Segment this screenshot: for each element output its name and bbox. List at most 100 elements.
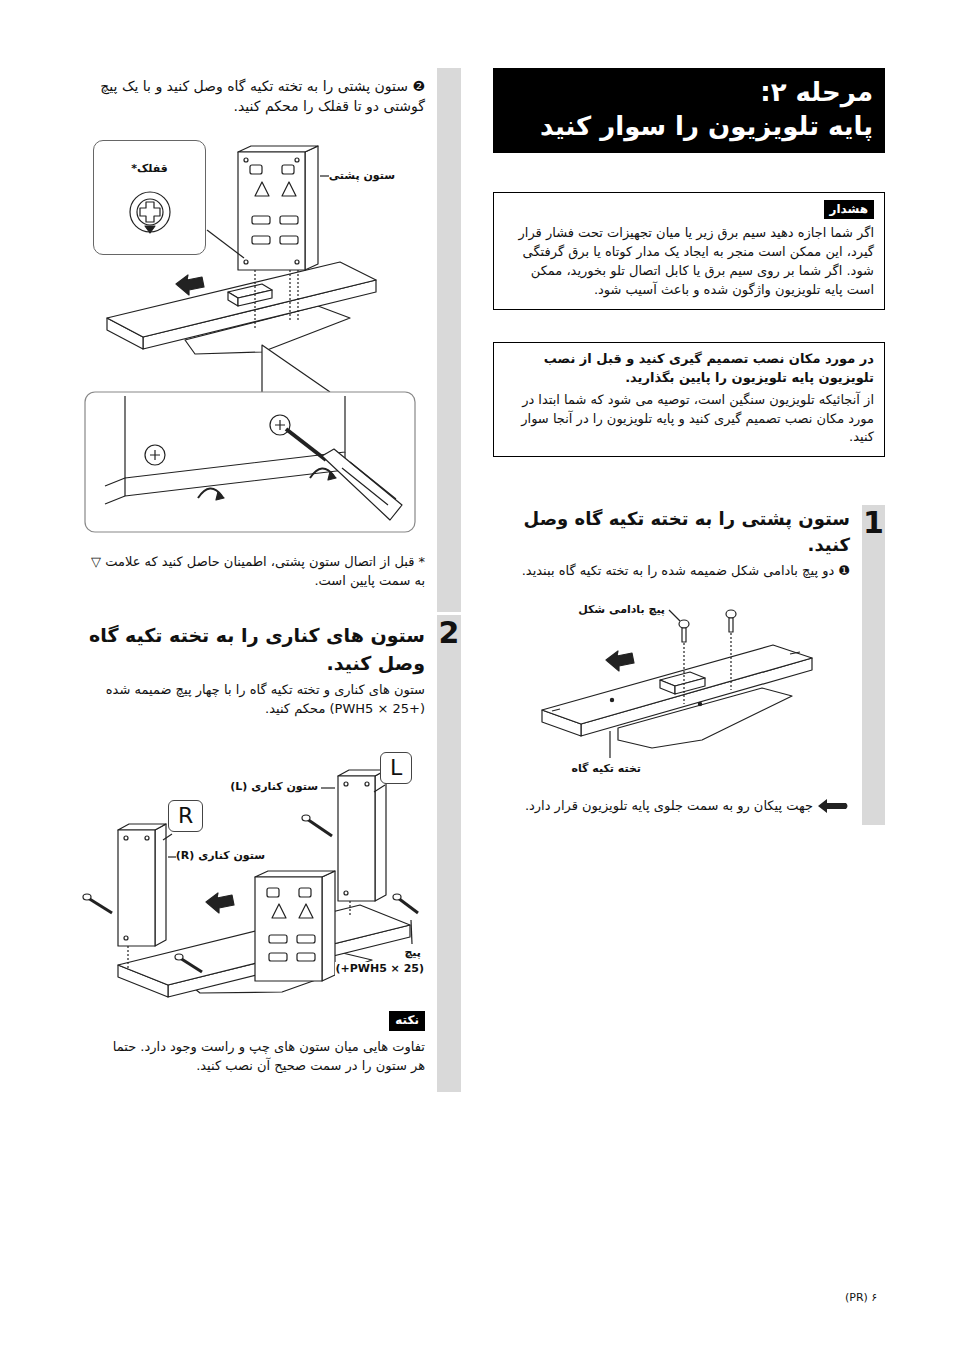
board-top	[107, 262, 376, 337]
back-column	[322, 871, 335, 981]
insert-line	[730, 633, 731, 690]
step1-illustration	[542, 610, 812, 758]
turn-arrow	[216, 492, 224, 500]
column-hole	[244, 260, 248, 264]
step1b-illustration	[85, 146, 415, 532]
leader-line	[669, 610, 680, 621]
column-knob	[299, 904, 313, 918]
leader-line	[609, 731, 610, 758]
step-instruction: ❶ دو پیچ بادامی شکل ضمیمه شده را به تخته…	[493, 562, 850, 581]
footnote: * قبل از اتصال ستون پشتی، اطمینان حاصل ک…	[85, 553, 425, 591]
screwdriver	[342, 462, 396, 505]
almond-screw	[726, 610, 736, 618]
insert-line	[127, 946, 128, 968]
side-column	[338, 770, 386, 776]
direction-arrow	[606, 651, 634, 671]
part-name: پیچ بادامی شکل	[578, 603, 665, 617]
board-hole	[610, 698, 613, 701]
title-band: مرحله ۲:پایه تلویزیون را سوار کنید	[493, 68, 885, 153]
almond-screw	[679, 620, 689, 628]
screw	[88, 898, 112, 913]
leader-line	[321, 787, 335, 788]
insert-line	[297, 270, 298, 320]
note-tag: نکته	[389, 1011, 425, 1031]
callout-pointer	[163, 834, 172, 840]
board-detail	[552, 709, 560, 711]
screw	[180, 958, 202, 972]
board-block	[675, 678, 705, 694]
screwdriver	[286, 429, 326, 460]
board-top	[542, 645, 812, 724]
column-knob	[282, 182, 296, 196]
lock-icon	[145, 226, 155, 233]
tag-text: نکته	[395, 1013, 419, 1029]
step-title: مرحله ۲:	[505, 76, 873, 110]
callout-label: قفلک*	[94, 161, 205, 177]
warning-tag: هشدار	[824, 200, 874, 219]
column-hole	[244, 158, 248, 162]
lock-icon	[145, 445, 165, 465]
lock-icon	[137, 199, 163, 225]
insert-line	[289, 270, 290, 322]
side-column	[375, 770, 386, 901]
column-slot	[282, 165, 294, 174]
insert-line	[254, 270, 255, 330]
step-band: 2	[437, 615, 461, 1092]
column-hole	[365, 782, 369, 786]
inset-cabinet	[125, 396, 345, 478]
callout-pointer	[374, 785, 385, 792]
column-slot	[297, 935, 315, 943]
column-slot	[297, 953, 315, 961]
callout-letter: L	[390, 755, 402, 781]
screwdriver	[322, 449, 402, 520]
column-hole	[295, 158, 299, 162]
leader-line	[411, 920, 412, 944]
column-hole	[124, 836, 128, 840]
part-name: تخته تکیه گاه	[571, 762, 641, 776]
step-band: 1	[862, 505, 885, 825]
part-name: ستون کناری (L)	[230, 780, 318, 794]
column-knob	[272, 904, 286, 918]
step-instruction: ستون های کناری و تخته تکیه گاه را با چها…	[85, 681, 425, 719]
part-name: ستون کناری (R)	[176, 849, 265, 863]
lock-icon	[150, 450, 160, 460]
almond-screw	[729, 618, 733, 632]
step-band	[437, 68, 461, 612]
column-slot	[250, 165, 262, 174]
turn-arrow	[328, 472, 336, 480]
note-text: تفاوت هایی میان ستون های چپ و راست وجود …	[100, 1038, 425, 1076]
board-hole	[698, 702, 701, 705]
direction-arrow	[206, 893, 234, 913]
lock-icon	[275, 420, 285, 430]
board-block	[228, 292, 238, 306]
column-slot	[252, 236, 270, 244]
column-hole	[344, 782, 348, 786]
note-box: در مورد مکان نصب تصمیم گیری کنید و قبل ا…	[493, 342, 885, 457]
page-number: (PR) ۶	[845, 1291, 877, 1305]
step-instruction: ❷ ستون پشتی را به تخته تکیه گاه وصل کنید…	[100, 76, 425, 117]
lock-icon	[130, 192, 170, 232]
screw	[175, 954, 183, 960]
almond-screw	[682, 628, 686, 642]
screw	[83, 894, 91, 900]
screw	[398, 898, 418, 913]
column-hole	[344, 891, 348, 895]
direction-arrow	[818, 799, 848, 813]
step-heading: ستون های کناری را به تخته تکیه گاه وصل ک…	[85, 622, 425, 677]
column-slot	[252, 216, 270, 224]
zoom-inset	[85, 392, 415, 532]
box-body: اگر شما اجازه دهید سیم برق زیر یا میان ت…	[504, 224, 874, 299]
back-column	[305, 146, 318, 270]
part-name: ستون پشتی	[329, 169, 395, 183]
back-column	[255, 871, 335, 877]
board-block	[660, 680, 675, 694]
part-callout: L	[380, 752, 412, 784]
column-slot	[267, 888, 279, 897]
column-slot	[299, 888, 311, 897]
part-code: (+PWH5 × 25)	[335, 962, 424, 976]
column-slot	[269, 935, 287, 943]
board-detail	[790, 652, 800, 654]
direction-arrow	[176, 275, 204, 295]
part-callout: R	[168, 800, 203, 832]
